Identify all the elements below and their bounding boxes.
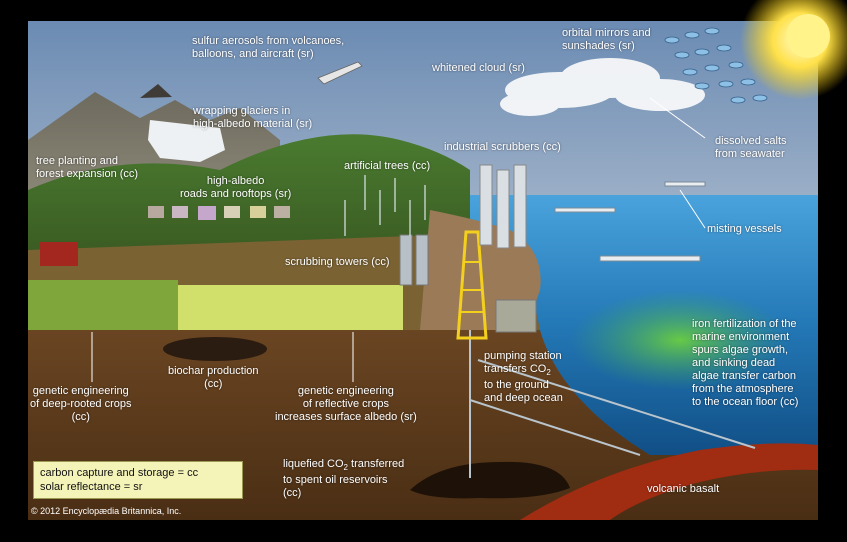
leader-lines xyxy=(91,97,706,382)
glacier-wrap xyxy=(148,120,225,162)
label-deep-rooted-crops: genetic engineering of deep-rooted crops… xyxy=(30,385,132,423)
label-pumping-station: pumping station transfers CO2 to the gro… xyxy=(484,350,563,405)
reflective-crop-field xyxy=(178,285,403,330)
oil-reservoir xyxy=(410,461,570,499)
deep-rooted-crop-field xyxy=(28,280,178,330)
label-volcanic-basalt: volcanic basalt xyxy=(647,483,720,495)
label-tree-planting: tree planting and forest expansion (cc) xyxy=(36,155,139,180)
label-industrial-scrubbers: industrial scrubbers (cc) xyxy=(444,141,561,153)
sun-core xyxy=(786,14,830,58)
label-artificial-trees: artificial trees (cc) xyxy=(344,160,431,172)
label-orbital-mirrors: orbital mirrors and sunshades (sr) xyxy=(562,27,651,52)
volcano-peak xyxy=(140,84,172,98)
orbital-mirrors xyxy=(664,27,768,104)
label-sulfur-aerosols: sulfur aerosols from volcanoes, balloons… xyxy=(192,35,345,60)
legend-sr: solar reflectance = sr xyxy=(40,481,143,493)
aircraft xyxy=(317,61,363,85)
scrubbing-towers xyxy=(399,234,429,286)
houses xyxy=(148,206,290,220)
copyright-notice: © 2012 Encyclopædia Britannica, Inc. xyxy=(31,506,182,516)
misting-vessels xyxy=(554,181,706,262)
hills xyxy=(28,134,470,260)
industrial-scrubbers xyxy=(479,164,527,249)
label-iron-fertilization: iron fertilization of the marine environ… xyxy=(692,318,799,408)
pipe-to-deep-ocean xyxy=(477,359,756,449)
label-biochar: biochar production (cc) xyxy=(168,365,259,390)
legend-cc: carbon capture and storage = cc xyxy=(40,467,199,479)
pipe-to-ocean xyxy=(469,399,641,456)
label-misting-vessels: misting vessels xyxy=(707,223,782,235)
biochar-pit xyxy=(163,337,267,361)
label-high-albedo-roads: high-albedo roads and rooftops (sr) xyxy=(180,175,292,200)
barn xyxy=(40,242,78,266)
algae-bloom xyxy=(570,290,790,390)
artificial-trees xyxy=(344,175,426,236)
label-dissolved-salts: dissolved salts from seawater xyxy=(715,135,787,160)
label-scrubbing-towers: scrubbing towers (cc) xyxy=(285,256,390,268)
whitened-cloud xyxy=(500,58,705,116)
label-liquefied-co2: liquefied CO2 transferred to spent oil r… xyxy=(283,458,405,500)
volcanic-basalt-layer xyxy=(520,443,818,520)
label-whitened-cloud: whitened cloud (sr) xyxy=(432,62,525,74)
pumping-station-tower xyxy=(456,230,537,340)
legend-box: carbon capture and storage = cc solar re… xyxy=(33,461,243,499)
label-wrapping-glaciers: wrapping glaciers in high-albedo materia… xyxy=(193,105,313,130)
label-reflective-crops: genetic engineering of reflective crops … xyxy=(275,385,417,423)
